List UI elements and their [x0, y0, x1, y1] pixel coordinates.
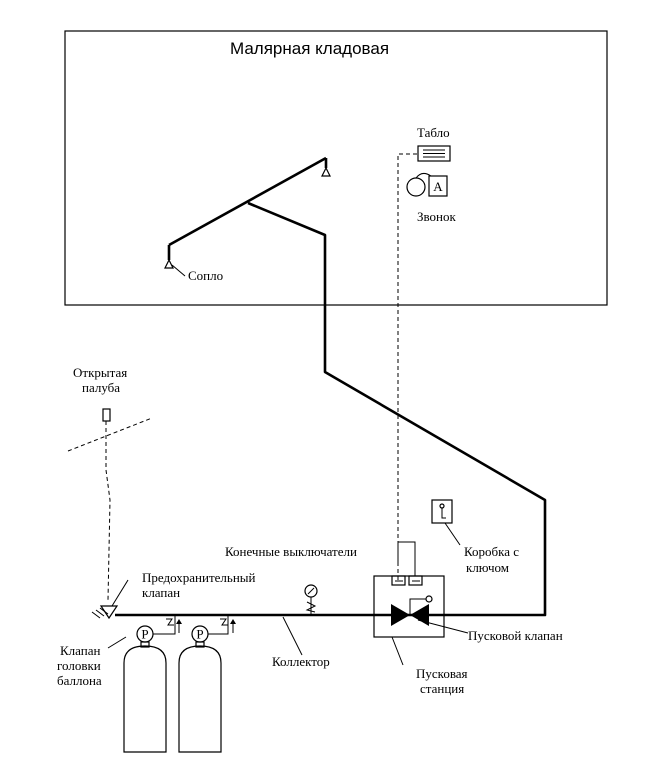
- safety-valve-icon: [91, 605, 119, 620]
- signal-line: [397, 153, 418, 580]
- start-valve-icon: [391, 595, 433, 626]
- pressure-gauge-2-letter: P: [196, 627, 203, 642]
- key-box-leader: [444, 522, 461, 546]
- nozzle-right: [321, 166, 331, 177]
- safety-valve-label-line2: клапан: [142, 585, 180, 600]
- limit-switches-label: Конечные выключатели: [225, 544, 357, 559]
- open-deck-label-line1: Открытая: [73, 365, 127, 380]
- room-title: Малярная кладовая: [230, 39, 389, 58]
- gas-cylinder-1: P: [123, 615, 182, 753]
- key-box-icon: [431, 499, 453, 524]
- collector-label: Коллектор: [272, 654, 330, 669]
- bell-letter: A: [433, 179, 443, 194]
- cylinder-valve-label-line2: головки: [57, 658, 101, 673]
- gas-cylinder-2: P: [178, 615, 236, 753]
- open-deck-label-line2: палуба: [82, 380, 120, 395]
- cylinder-valve-label-line3: баллона: [57, 673, 102, 688]
- alarm-panel-icon: [417, 145, 451, 162]
- nozzle-label: Сопло: [188, 268, 223, 283]
- key-box-label-line2: ключом: [466, 560, 509, 575]
- vent-outlet-icon: [102, 408, 111, 422]
- start-valve-label: Пусковой клапан: [468, 628, 563, 643]
- start-station-label-line1: Пусковая: [416, 666, 468, 681]
- key-box-label-line1: Коробка с: [464, 544, 519, 559]
- safety-valve-label-line1: Предохранительный: [142, 570, 256, 585]
- limit-switches-icon: [391, 575, 423, 586]
- limit-switch-leader: [397, 541, 416, 576]
- vent-pipe: [105, 421, 111, 601]
- nozzle-leader: [171, 264, 186, 277]
- alarm-panel-label: Табло: [417, 125, 450, 140]
- start-station-leader: [391, 636, 404, 666]
- start-valve-leader: [417, 619, 469, 634]
- start-station-label-line2: станция: [420, 681, 464, 696]
- bell-icon: A: [406, 172, 448, 197]
- main-pipeline: [115, 156, 547, 617]
- deck-line: [67, 417, 153, 452]
- pressure-gauge-1-letter: P: [141, 627, 148, 642]
- collector-pressure-gauge-icon: [304, 584, 318, 615]
- nozzle-left: [164, 258, 174, 269]
- paint-room-boundary: [64, 30, 608, 306]
- cylinder-valve-label-line1: Клапан: [60, 643, 100, 658]
- cylinder-valve-leader: [107, 636, 127, 649]
- safety-valve-leader: [111, 579, 129, 607]
- collector-leader: [282, 616, 303, 656]
- bell-label: Звонок: [417, 209, 457, 224]
